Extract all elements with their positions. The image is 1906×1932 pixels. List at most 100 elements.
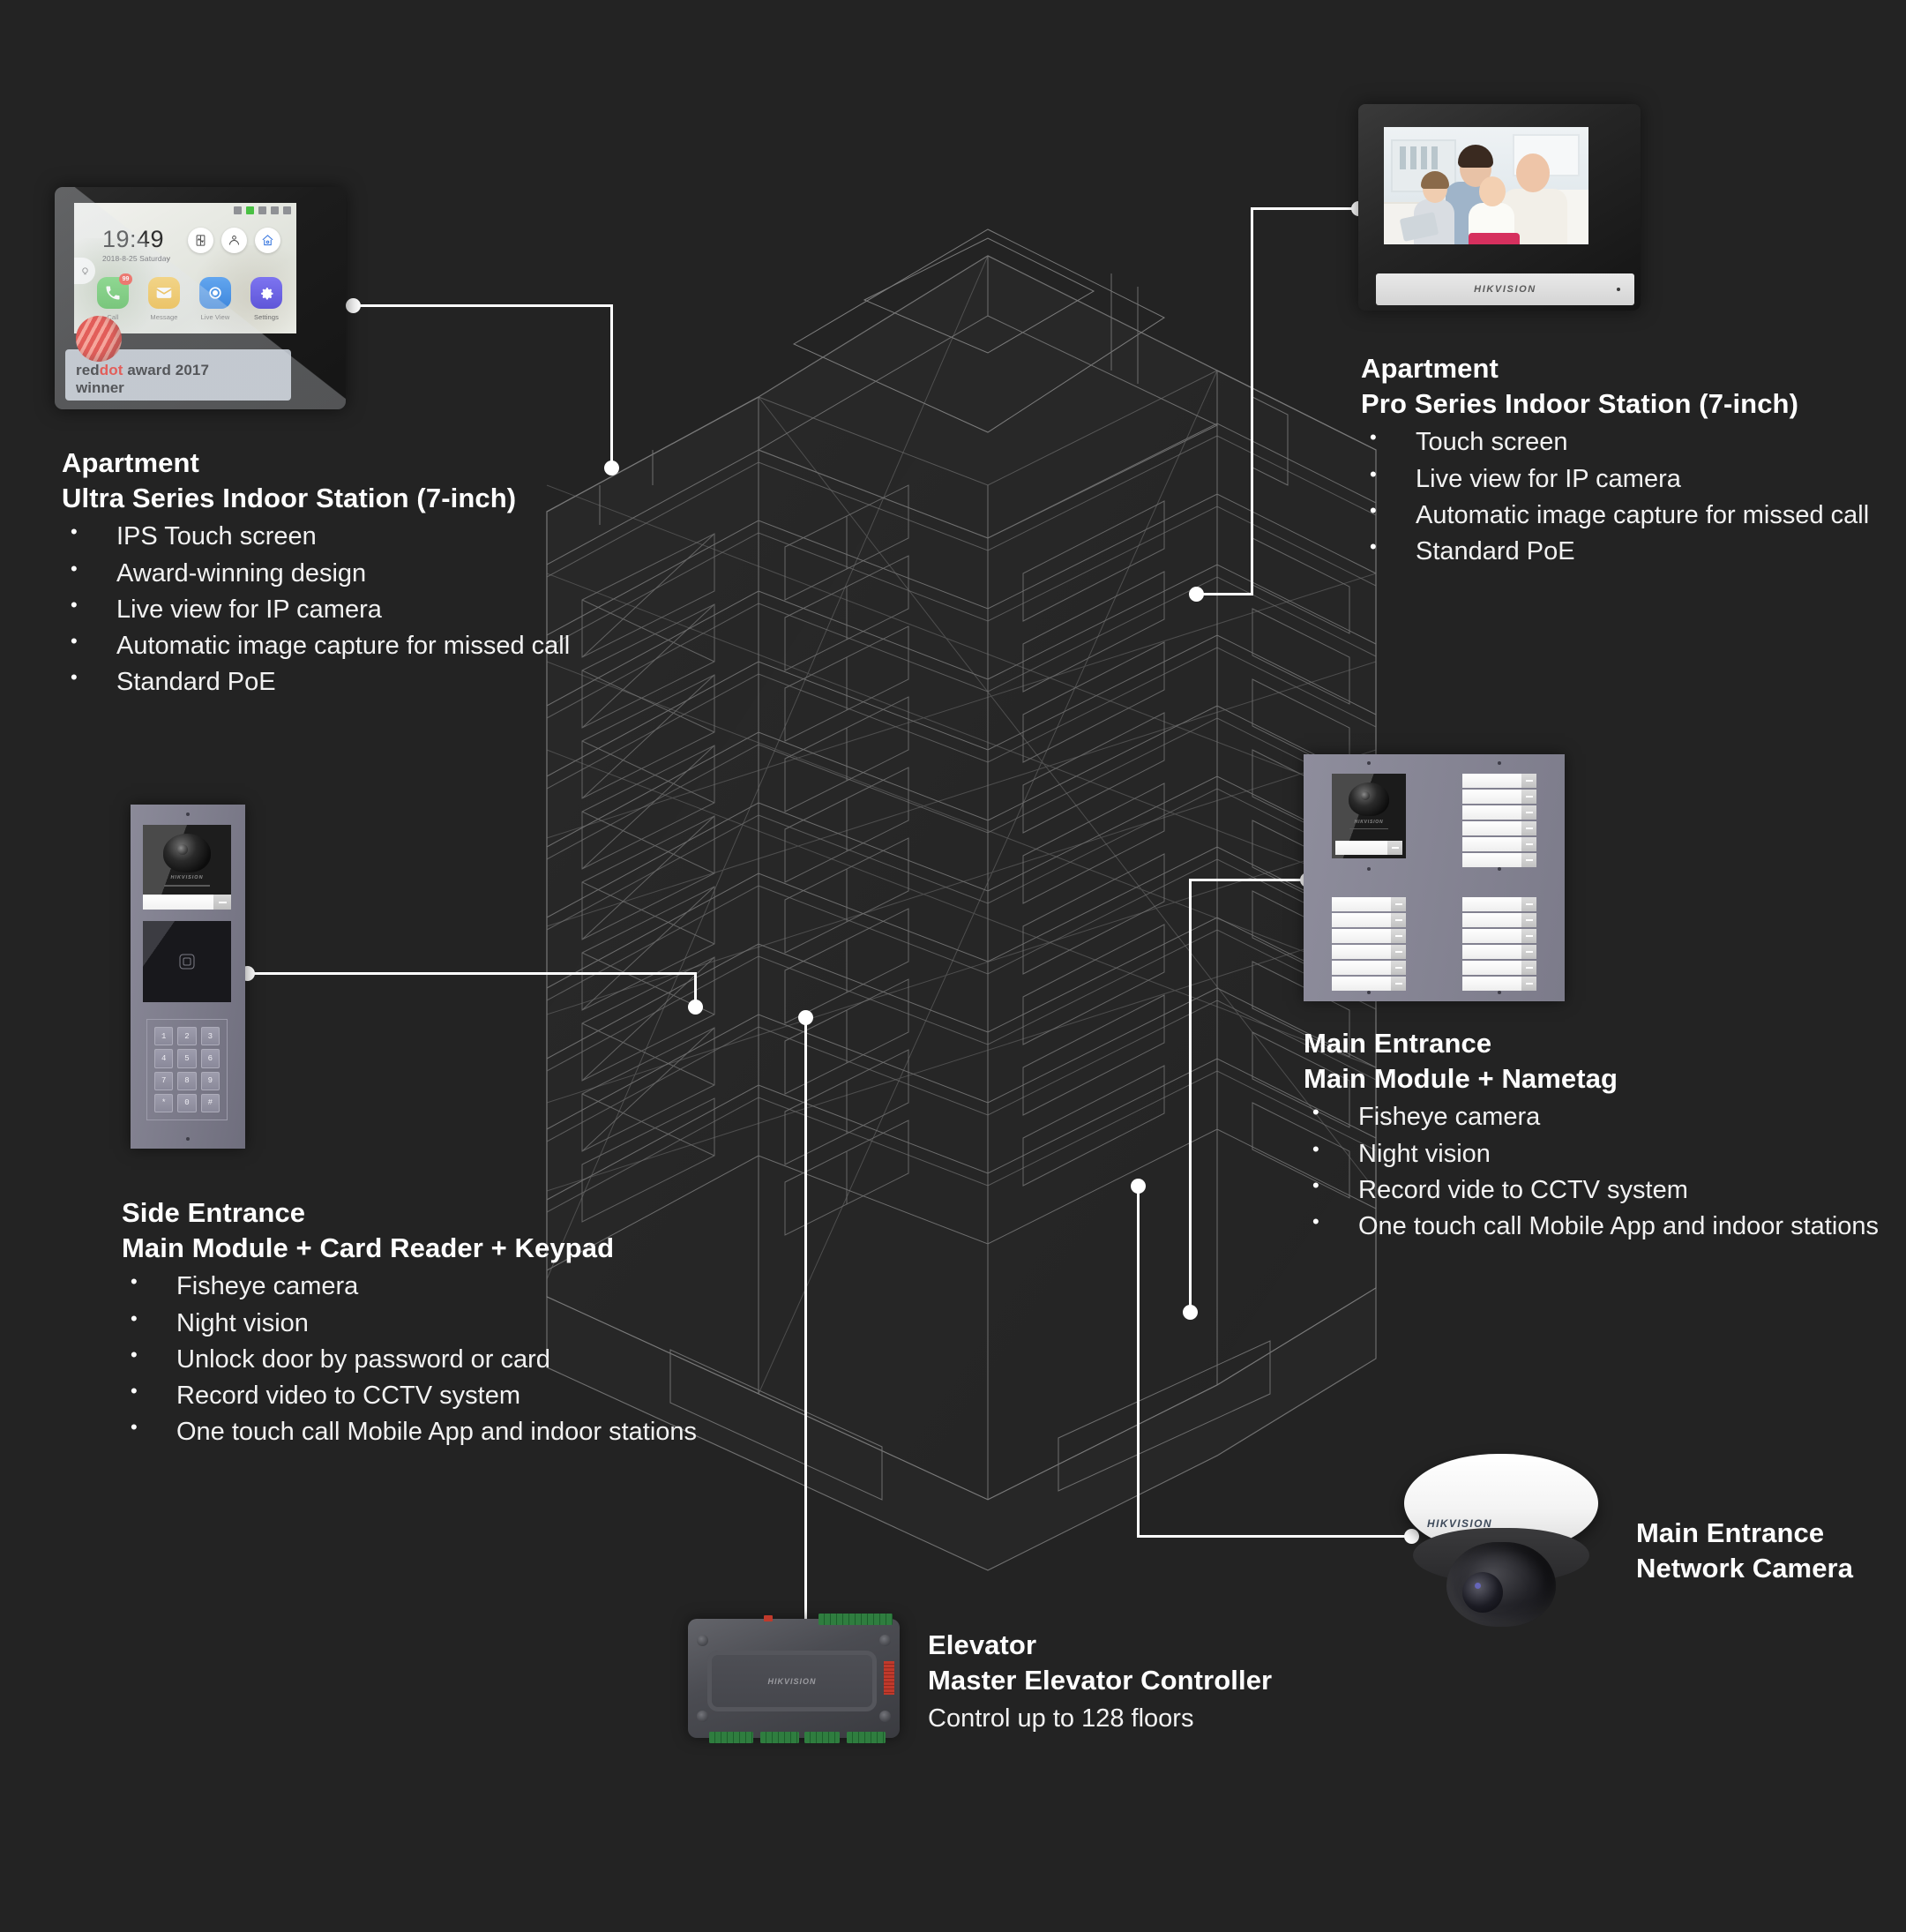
clock-widget: 19:49 2018-8-25 Saturday [102, 226, 170, 263]
connector-endpoint-dot [1189, 587, 1204, 602]
keypad-key-3[interactable]: 3 [200, 1027, 220, 1046]
nametag-row[interactable] [1332, 977, 1406, 991]
eye-icon [199, 277, 231, 309]
nametag-label [1462, 853, 1521, 867]
nametag-row[interactable] [1332, 913, 1406, 927]
call-button[interactable] [1521, 945, 1536, 959]
nametag-block[interactable] [1462, 897, 1536, 992]
nametag-label [1462, 790, 1521, 804]
keypad-key-7[interactable]: 7 [154, 1071, 174, 1090]
home-unlock-icon[interactable] [255, 228, 280, 253]
nametag-row[interactable] [1462, 821, 1536, 835]
nametag-block[interactable] [1462, 774, 1536, 869]
capture-icon [234, 206, 242, 214]
call-button[interactable] [1387, 841, 1402, 855]
call-button[interactable] [1391, 961, 1406, 975]
call-button[interactable] [1391, 945, 1406, 959]
elevator-icon[interactable] [188, 228, 213, 253]
master-elevator-controller-device: HIKVISION [688, 1614, 900, 1743]
keypad-key-9[interactable]: 9 [200, 1071, 220, 1090]
nametag-row[interactable] [1462, 897, 1536, 911]
keypad-key-5[interactable]: 5 [177, 1049, 197, 1068]
nametag-row[interactable] [1332, 945, 1406, 959]
nametag-row[interactable] [1462, 913, 1536, 927]
nametag-row[interactable] [1462, 929, 1536, 943]
nametag-row[interactable] [1462, 853, 1536, 867]
call-button[interactable] [1521, 837, 1536, 851]
nametag-row[interactable] [1332, 961, 1406, 975]
status-led [1617, 288, 1620, 291]
nametag-row[interactable] [1462, 790, 1536, 804]
card-reader-module[interactable] [143, 921, 231, 1002]
callout-ultra-series: Apartment Ultra Series Indoor Station (7… [62, 446, 785, 700]
callout-bullet: Record vide to CCTV system [1304, 1172, 1903, 1209]
callout-title-secondary: Network Camera [1636, 1552, 1854, 1584]
keypad-key-6[interactable]: 6 [200, 1049, 220, 1068]
nametag-row[interactable] [1462, 977, 1536, 991]
screw-icon [697, 1711, 708, 1722]
connector-endpoint-dot [688, 1000, 703, 1015]
callout-title-primary: Elevator [928, 1629, 1037, 1660]
nametag-row[interactable] [1332, 897, 1406, 911]
brightness-icon[interactable] [74, 258, 95, 284]
keypad-key-0[interactable]: 0 [177, 1093, 197, 1112]
keypad-key-hash[interactable]: # [200, 1093, 220, 1112]
screw-icon [1367, 761, 1371, 765]
call-button[interactable] [1521, 913, 1536, 927]
app-liveview-label: Live View [200, 313, 230, 321]
call-button[interactable] [1521, 805, 1536, 820]
app-call[interactable]: 99 Call [97, 273, 132, 321]
network-icon [258, 206, 266, 214]
call-button[interactable] [1521, 790, 1536, 804]
call-button[interactable] [1521, 774, 1536, 788]
keypad-key-8[interactable]: 8 [177, 1071, 197, 1090]
nametag-row[interactable] [1462, 945, 1536, 959]
nametag-row[interactable] [1332, 929, 1406, 943]
keypad-key-star[interactable]: * [154, 1093, 174, 1112]
call-button[interactable] [1521, 977, 1536, 991]
clock-time: 19:49 [102, 226, 165, 252]
call-button[interactable] [213, 895, 231, 910]
nametag-row[interactable] [1462, 774, 1536, 788]
call-button[interactable] [1391, 977, 1406, 991]
keypad-key-4[interactable]: 4 [154, 1049, 174, 1068]
callout-subtext: Control up to 128 floors [928, 1704, 1194, 1734]
screw-icon [879, 1635, 891, 1646]
app-liveview[interactable]: Live View [199, 277, 231, 321]
callout-bullet: Automatic image capture for missed call [1361, 497, 1890, 534]
callout-bullet: Record video to CCTV system [122, 1377, 739, 1414]
call-button[interactable] [1521, 929, 1536, 943]
call-button[interactable] [1521, 821, 1536, 835]
call-button[interactable] [1521, 961, 1536, 975]
nametag-row[interactable] [1462, 837, 1536, 851]
concierge-icon[interactable] [221, 228, 247, 253]
shield-icon [246, 206, 254, 214]
nametag-row[interactable] [1462, 805, 1536, 820]
keypad-key-1[interactable]: 1 [154, 1027, 174, 1046]
quick-action-row [188, 228, 280, 253]
app-settings[interactable]: Settings [250, 277, 282, 321]
call-button-row[interactable] [143, 895, 231, 910]
call-button[interactable] [1391, 913, 1406, 927]
app-row: 99 Call Message Live View [97, 273, 282, 321]
award-text-winner: winner [76, 379, 124, 396]
callout-title-secondary: Master Elevator Controller [928, 1664, 1273, 1696]
screw-icon [879, 1711, 891, 1722]
call-button[interactable] [1391, 929, 1406, 943]
app-message[interactable]: Message [148, 277, 180, 321]
call-button[interactable] [1521, 853, 1536, 867]
call-button[interactable] [1521, 897, 1536, 911]
pro-brand-bar: HIKVISION [1376, 273, 1634, 305]
nametag-row[interactable] [1462, 961, 1536, 975]
callout-bullet: Night vision [122, 1305, 739, 1342]
keypad-key-2[interactable]: 2 [177, 1027, 197, 1046]
callout-title-secondary: Ultra Series Indoor Station (7-inch) [62, 482, 517, 513]
app-settings-label: Settings [254, 313, 279, 321]
screw-icon [1367, 867, 1371, 871]
call-button-row[interactable] [1335, 841, 1402, 855]
callout-bullet: Fisheye camera [122, 1268, 739, 1305]
nametag-block[interactable] [1332, 897, 1406, 992]
envelope-icon [148, 277, 180, 309]
call-button[interactable] [1391, 897, 1406, 911]
